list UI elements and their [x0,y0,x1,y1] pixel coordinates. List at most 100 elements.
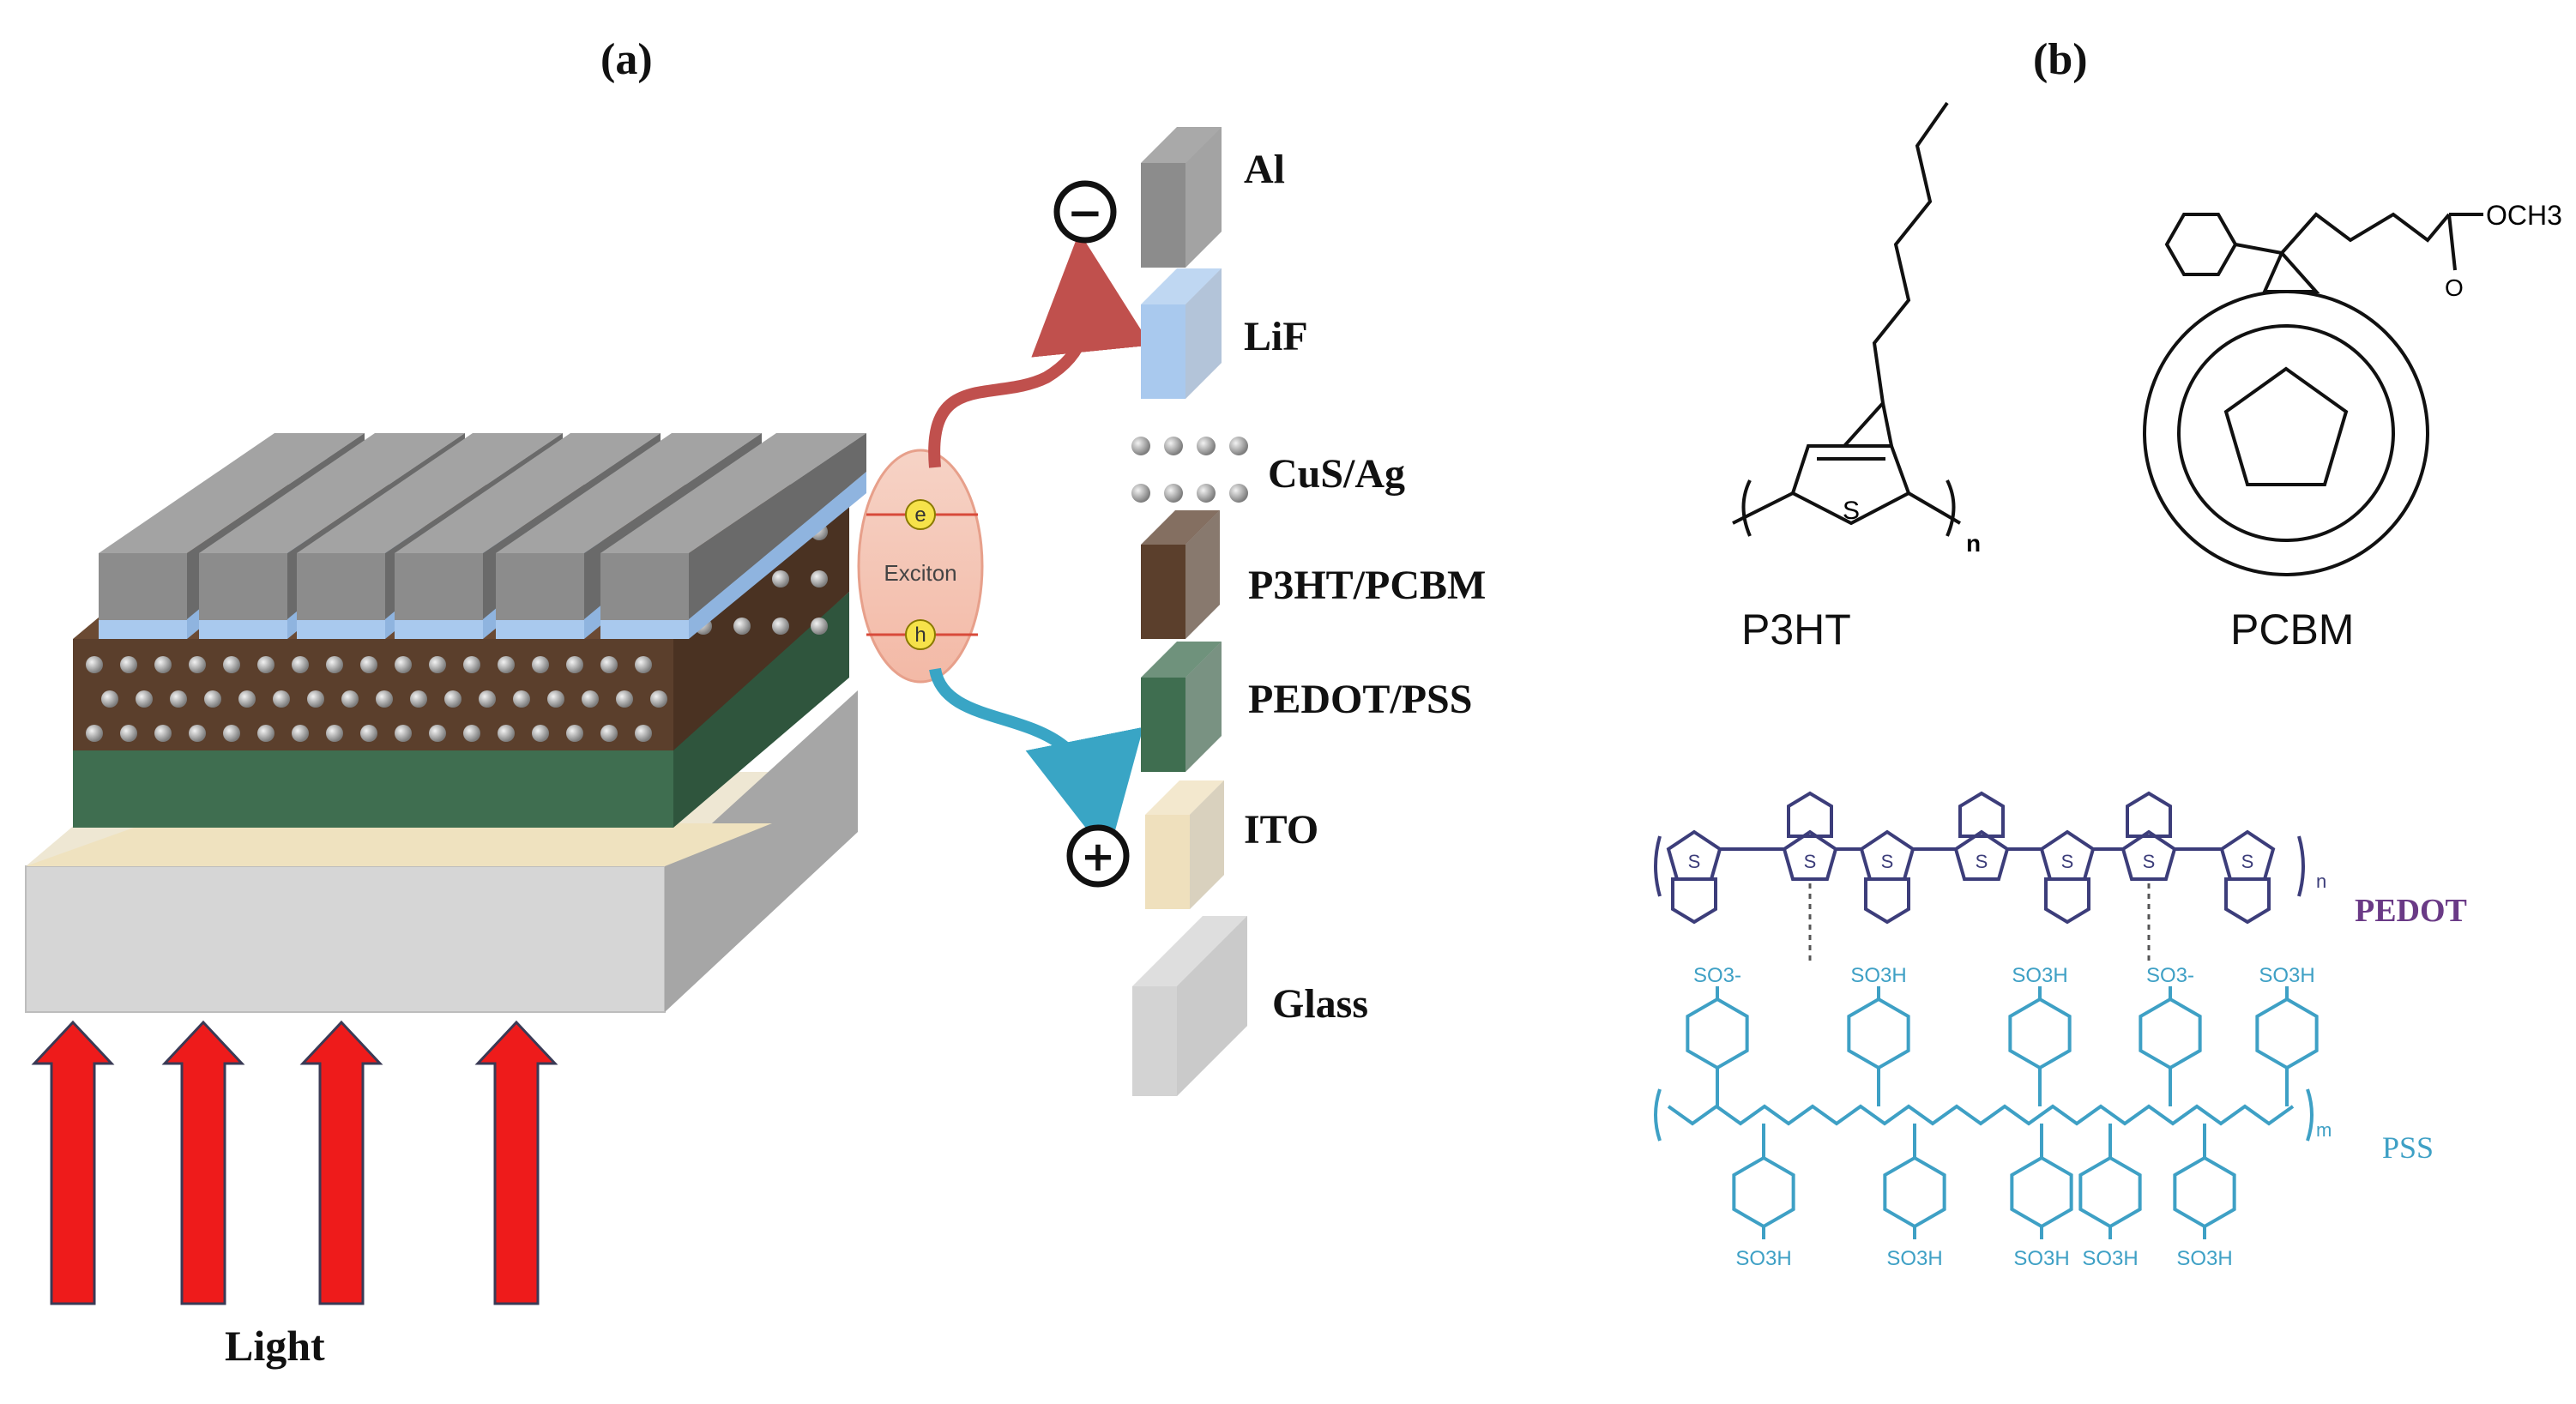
pcbm-ester: OCH3 [2486,200,2562,231]
al-front [199,553,287,620]
ito-layer [26,823,772,866]
pedot-sulfur-label: S [1881,851,1894,872]
pedot-layer-front [73,746,673,828]
electrode-bar [600,433,866,639]
pcbm-structure [2143,212,2483,576]
legend-cus-ag-dot [1229,437,1248,455]
light-arrows [31,1020,558,1305]
pedot-dioxane-ring [1671,877,1717,925]
nanoparticle-dot [120,725,137,742]
exciton: e h Exciton [857,449,984,684]
pedot-sulfur-label: S [1688,851,1701,872]
hole-path-arrow [929,667,1143,857]
pss-sulfonate-label: SO3H [2176,1247,2232,1270]
al-front [496,553,584,620]
active-layer-side [673,485,849,750]
nanoparticle-dot [463,725,480,742]
nanoparticle-dot [547,690,564,708]
electron-symbol: e [914,503,926,527]
pedot-dioxane-ring [1787,791,1833,838]
legend-cus-ag-dot [1131,437,1150,455]
nanoparticle-dot [238,690,256,708]
pedot-sulfur-label: S [1976,851,1988,872]
nanoparticle-dot [635,725,652,742]
nanoparticle-dot [635,656,652,673]
nanoparticle-dot [120,656,137,673]
pss-benzene-ring [1686,997,1749,1070]
legend-cus-ag-dot [1197,437,1216,455]
pss-sulfonate-label: SO3H [1886,1247,1942,1270]
nanoparticle-dot [223,725,240,742]
p3ht-sulfur: S [1843,497,1860,525]
nanoparticle-dot [600,725,618,742]
nanoparticle-dot [86,656,103,673]
nanoparticle-dot [257,656,274,673]
layer-label-ito: ITO [1244,807,1319,853]
legend-lif-block [1141,268,1222,399]
nanoparticle-dot [429,656,446,673]
pss-sulfonate-label: SO3H [2013,1247,2069,1270]
electron-path-arrow [928,232,1151,468]
nanoparticle-dot [86,725,103,742]
pss-sulfonate-label: SO3H [2012,964,2067,987]
layer-label-pedot-pss: PEDOT/PSS [1248,677,1473,722]
light-arrow [31,1020,115,1305]
nanoparticle-dot [395,656,412,673]
nanoparticle-dot [189,656,206,673]
legend-pedot-pss-block [1141,642,1222,772]
pss-benzene-ring [2139,997,2202,1070]
al-top [600,433,866,553]
pss-sulfonate-label: SO3- [2146,964,2194,987]
al-side [689,433,866,619]
light-arrow [161,1020,245,1305]
pedot-dioxane-ring [2044,877,2090,925]
nanoparticle-dot [376,690,393,708]
nanoparticle-dot [257,725,274,742]
plus-terminal: + [1066,824,1130,888]
legend-cus-ag-dot [1197,484,1216,503]
nanoparticle-dot [811,570,828,588]
pss-benzene-ring [2078,1155,2142,1229]
legend-cus-ag-dot [1131,484,1150,503]
pss-benzene-ring [2173,1155,2236,1229]
pedot-bracket-left [1654,835,1662,897]
nanoparticle-dot [532,725,549,742]
layer-legend [1131,127,1248,1096]
pedot-dioxane-ring [1958,791,2005,838]
pedot-sulfur-label: S [2241,851,2254,872]
legend-p3ht-pcbm-block [1141,510,1220,639]
layer-label-lif: LiF [1244,314,1308,359]
pss-backbone [1667,1104,2295,1126]
pss-benzene-ring [1732,1155,1795,1229]
p3ht-repeat: n [1966,530,1981,557]
nanoparticle-dot [479,690,496,708]
nanoparticle-dot [566,656,583,673]
lif-strip-side [689,472,866,639]
pss-bracket-right [2306,1088,2314,1142]
nanoparticle-dot [326,725,343,742]
minus-terminal: − [1053,180,1117,244]
pedot-thiophene-ring [1953,829,2010,881]
lif-strip [496,618,584,639]
hole-marker [905,619,936,650]
nanoparticle-dot [170,690,187,708]
pss-sulfonate-label: SO3H [2259,964,2314,987]
panel-a-label: (a) [600,35,653,84]
pedot-dioxane-ring [2126,791,2172,838]
layer-label-al: Al [1244,147,1285,192]
pedot-layer-side [673,592,849,828]
nanoparticle-dot [650,690,667,708]
top-electrodes [99,433,866,639]
p3ht-name: P3HT [1741,606,1851,654]
legend-cus-ag-dot [1164,484,1183,503]
nanoparticle-dot [223,656,240,673]
pss-repeat: m [2316,1119,2332,1141]
nanoparticle-dot [101,690,118,708]
al-front [99,553,187,620]
al-front [395,553,483,620]
layer-label-glass: Glass [1272,981,1369,1027]
electron-marker [905,499,936,530]
nanoparticle-dot [811,618,828,635]
